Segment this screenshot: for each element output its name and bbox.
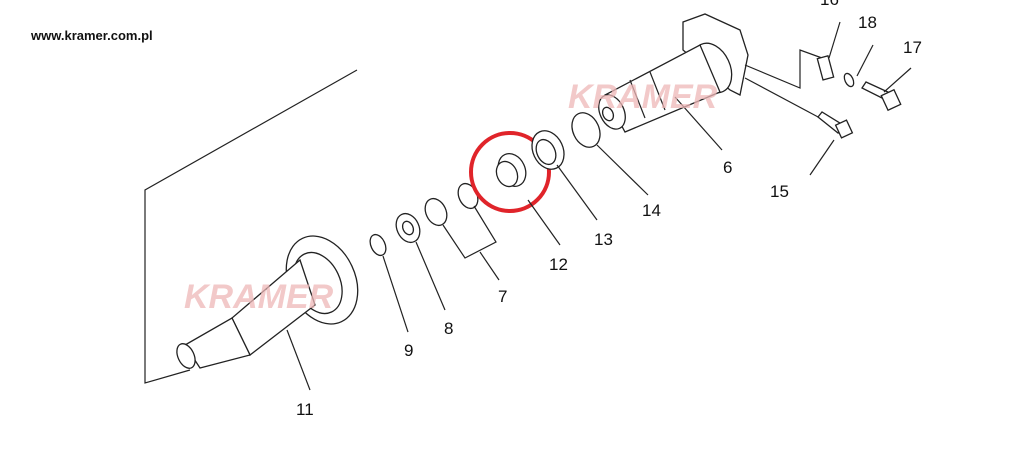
part-15-sensor [817,111,854,139]
part-9-snap-ring [369,233,387,257]
housing-outline [144,69,358,384]
part-13-seal [531,130,565,170]
part-6-shaft-housing [598,13,749,133]
part-17-bolt [861,81,902,112]
part-12-bushing [495,152,527,188]
part-14-circlip [571,112,601,148]
wire [744,49,823,89]
part-18-washer [843,72,855,88]
highlight-circle [469,131,551,213]
part-8-washer [395,212,421,244]
label-11: 11 [296,400,314,419]
watermark-top: KRAMER [568,78,718,116]
label-7: 7 [498,287,507,306]
label-18: 18 [858,13,877,32]
website-url: www.kramer.com.pl [31,28,153,43]
part-11-shaft [176,235,359,369]
label-16: 16 [820,0,839,9]
wire [744,77,821,119]
label-9: 9 [404,341,413,360]
part-7-rings [424,182,479,227]
label-13: 13 [594,230,613,249]
label-6: 6 [723,158,732,177]
label-14: 14 [642,201,661,220]
watermark-bottom: KRAMER [184,278,334,316]
label-12: 12 [549,255,568,274]
label-8: 8 [444,319,453,338]
label-17: 17 [903,38,922,57]
part-16-bracket [816,55,835,81]
leader-lines [286,21,912,391]
label-15: 15 [770,182,789,201]
